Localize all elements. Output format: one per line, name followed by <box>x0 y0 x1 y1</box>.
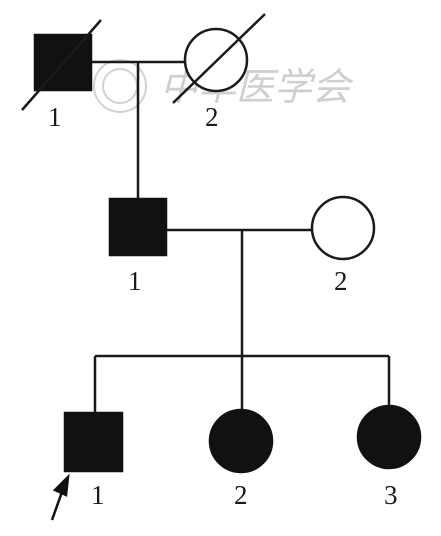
watermark-seal-outer <box>93 59 147 113</box>
individual-iii-2-affected-female <box>208 408 274 474</box>
label-i-1: 1 <box>48 102 62 132</box>
watermark-seal-inner <box>102 68 138 104</box>
individual-iii-3-affected-female <box>356 404 422 470</box>
individual-ii-2-unaffected-female <box>310 195 376 261</box>
label-i-2: 2 <box>205 102 219 132</box>
label-ii-2: 2 <box>334 266 348 296</box>
label-ii-1: 1 <box>128 266 142 296</box>
deceased-slash-i-2 <box>172 13 266 104</box>
proband-arrow <box>50 473 70 521</box>
individual-iii-1-affected-male <box>63 411 124 473</box>
label-iii-3: 3 <box>384 480 398 510</box>
generation-1: 1 2 <box>21 13 266 132</box>
individual-ii-1-affected-male <box>108 197 168 257</box>
proband-arrow-head <box>52 473 70 497</box>
deceased-slash-i-1 <box>21 19 102 111</box>
generation-3: 1 2 3 <box>50 404 422 521</box>
label-iii-2: 2 <box>234 480 248 510</box>
generation-2: 1 2 <box>108 195 376 296</box>
pedigree-lines <box>91 60 391 413</box>
label-iii-1: 1 <box>91 480 105 510</box>
